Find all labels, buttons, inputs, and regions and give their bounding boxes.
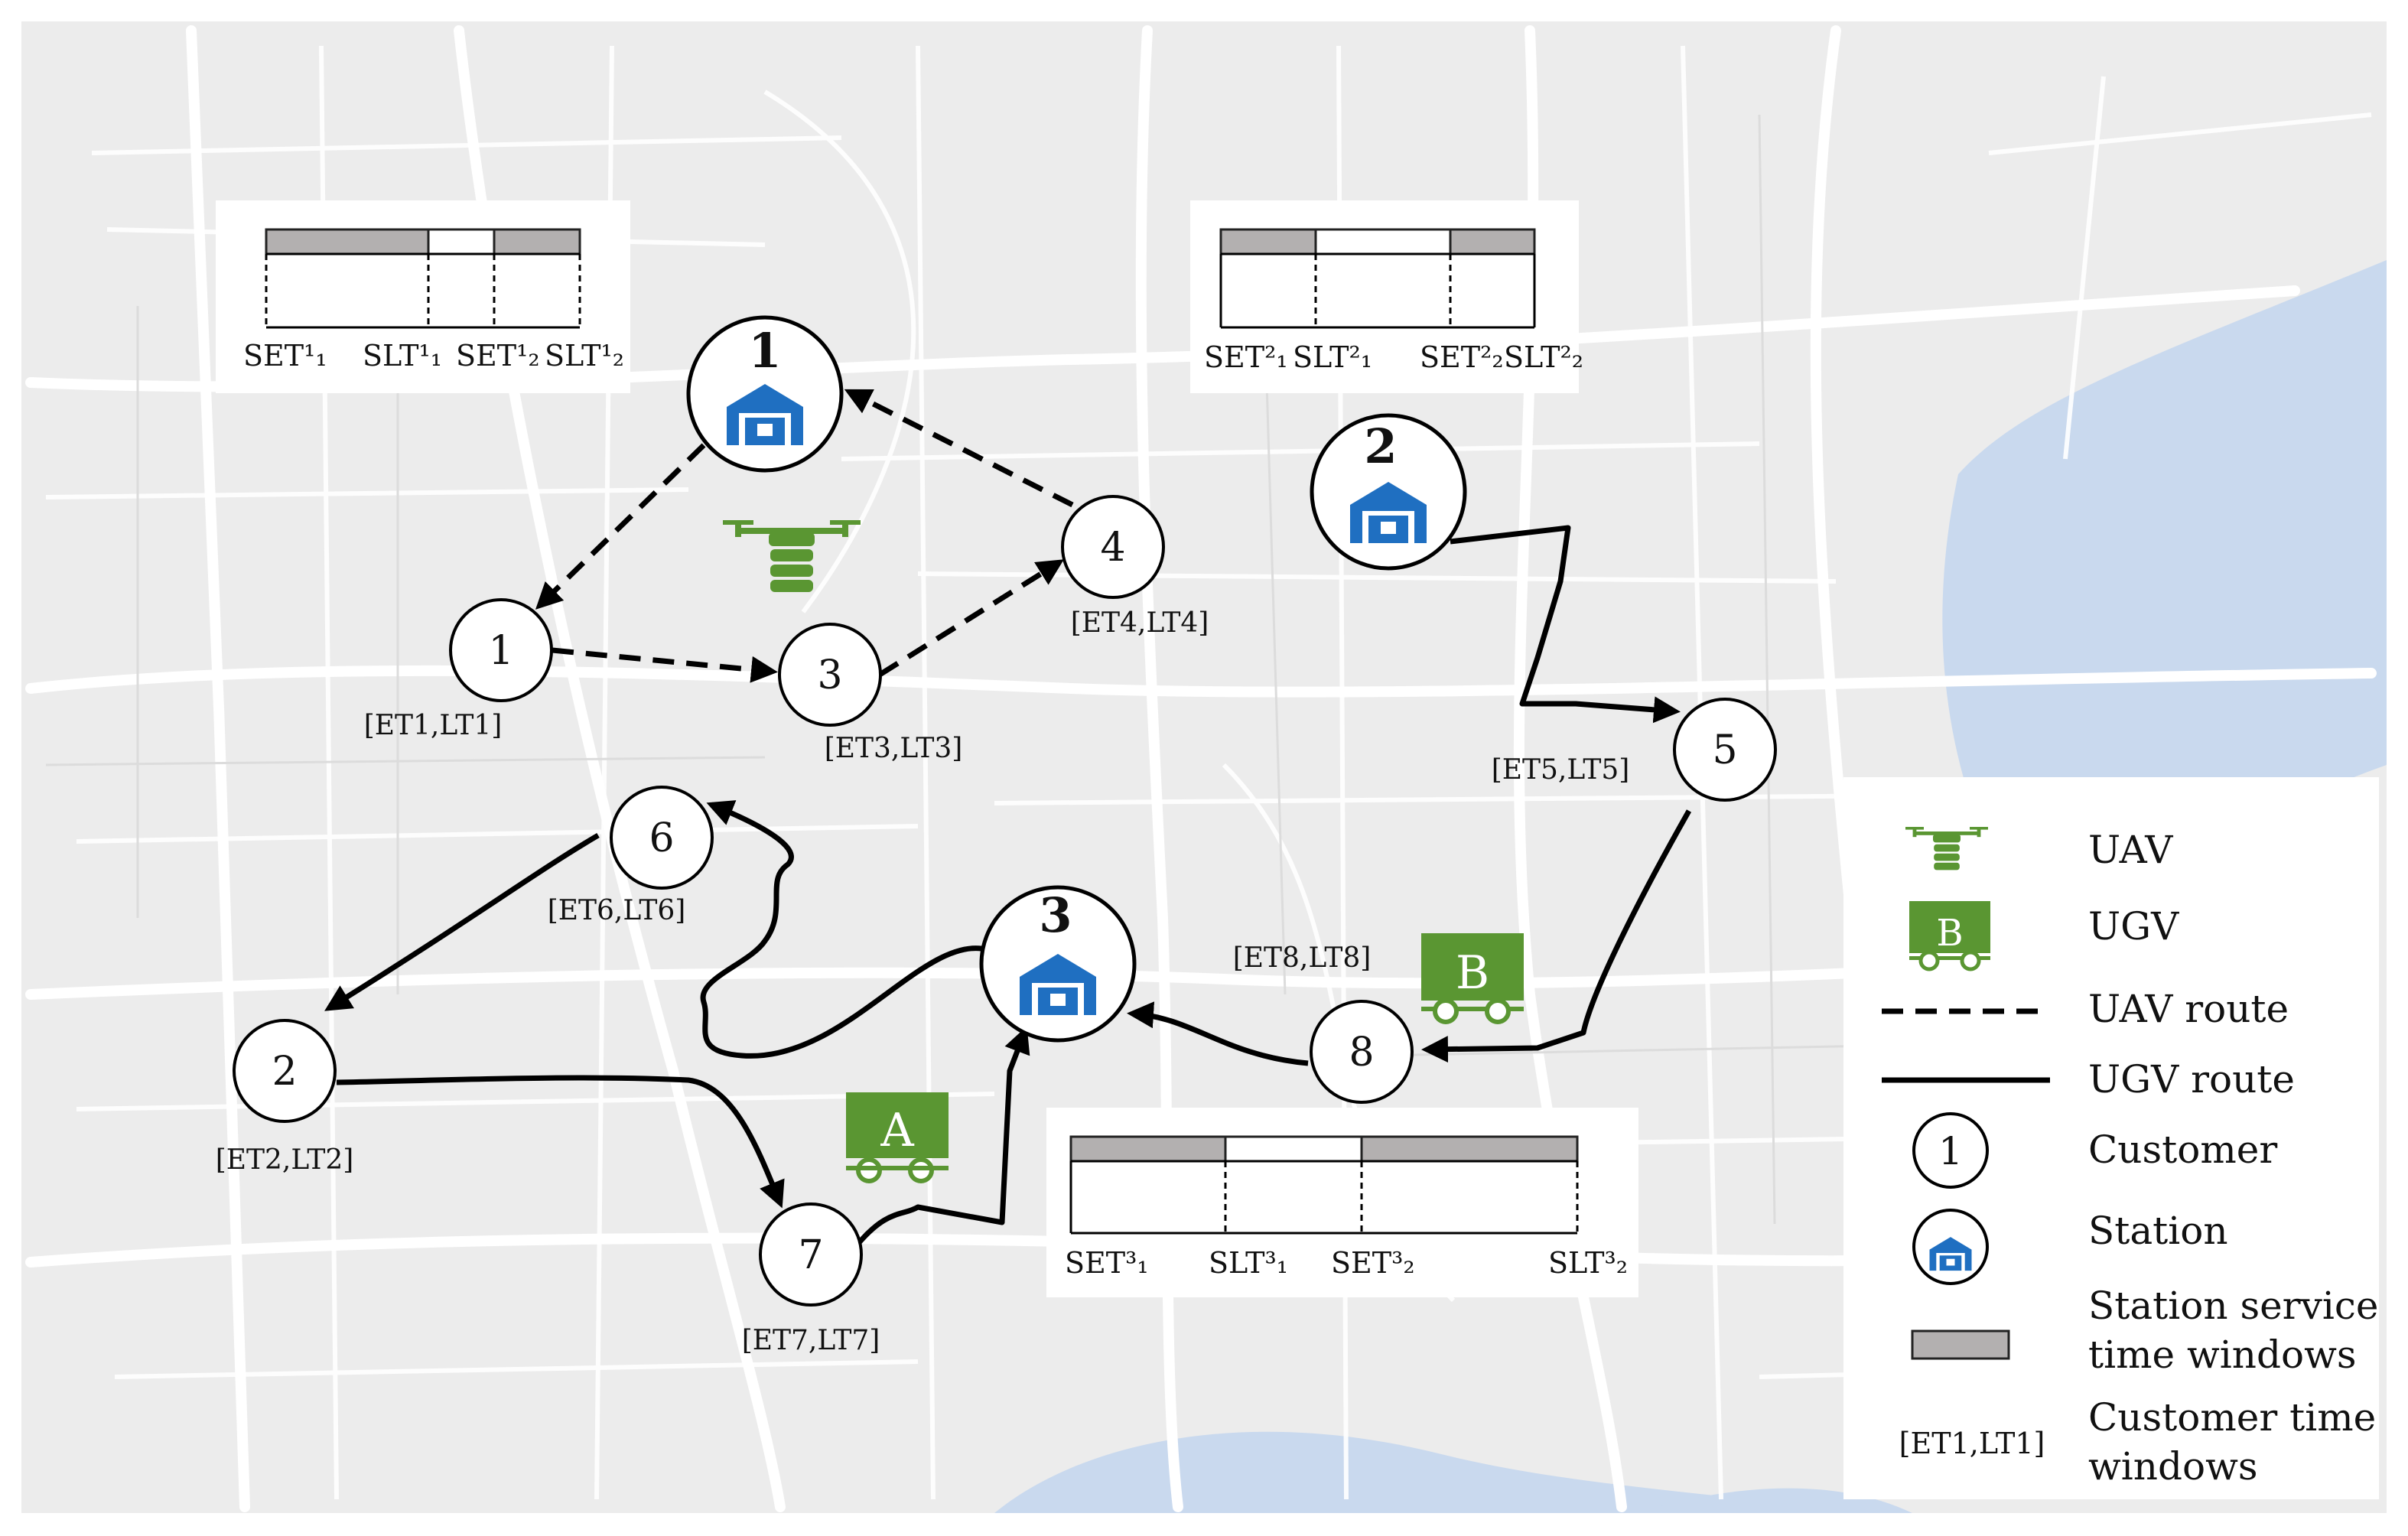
ugv-route-station2-to-c5 <box>1450 525 1681 724</box>
legend-customer-icon <box>1912 1112 1989 1189</box>
tw3-busy-1 <box>1069 1135 1227 1163</box>
ugv-a-icon: A <box>846 1092 949 1183</box>
tw1-label-4: SLT¹₂ <box>545 339 624 373</box>
uav-route <box>535 389 1074 683</box>
ugv-route-station3-to-c6 <box>700 800 982 1059</box>
station-1: 1 <box>686 315 844 473</box>
tw2-free <box>1314 228 1452 255</box>
legend-station-label: Station <box>2088 1209 2228 1253</box>
tw1-label-2: SLT¹₁ <box>363 339 442 373</box>
ugv-route-c2-to-c7 <box>336 1075 785 1209</box>
legend-station-icon <box>1912 1209 1989 1285</box>
uav-route-c1-to-c3 <box>552 647 778 683</box>
legend-customer-window-label-line1: Customer time <box>2088 1395 2376 1440</box>
customer-2-number: 2 <box>272 1049 297 1095</box>
customer-1: 1 [ET1,LT1] <box>364 598 553 741</box>
customer-1-number: 1 <box>488 628 513 674</box>
customer-8-time-window: [ET8,LT8] <box>1233 942 1372 974</box>
station-3: 3 <box>979 885 1137 1043</box>
customer-5: 5 [ET5,LT5] <box>1492 698 1777 802</box>
station3-time-window-box: SET³₁ SLT³₁ SET³₂ SLT³₂ <box>1046 1108 1638 1297</box>
legend-ugv-route-label: UGV route <box>2088 1057 2295 1102</box>
uav-route-c3-to-c4 <box>878 559 1064 677</box>
customer-7-time-window: [ET7,LT7] <box>742 1325 880 1356</box>
customer-4-number: 4 <box>1100 525 1125 571</box>
tw2-busy-2 <box>1449 228 1536 255</box>
legend-customer-window-sample: [ET1,LT1] <box>1899 1427 2045 1460</box>
customer-4: 4 [ET4,LT4] <box>1061 495 1209 639</box>
ugv-route-c8-to-station3 <box>1127 1001 1309 1066</box>
customer-7: 7 [ET7,LT7] <box>742 1202 880 1356</box>
tw2-busy-1 <box>1219 228 1317 255</box>
ugv-b-letter: B <box>1456 946 1489 1000</box>
uav-route-station1-to-c1 <box>535 443 706 610</box>
legend-uav-route-label: UAV route <box>2088 987 2289 1031</box>
tw1-label-3: SET¹₂ <box>456 339 540 373</box>
uav-route-c4-to-station1 <box>844 389 1074 508</box>
tw3-label-4: SLT³₂ <box>1548 1246 1628 1280</box>
legend-station-window-label-line1: Station service <box>2088 1284 2378 1328</box>
customer-6-time-window: [ET6,LT6] <box>548 895 686 926</box>
tw3-label-2: SLT³₁ <box>1209 1246 1288 1280</box>
tw3-busy-2 <box>1360 1135 1579 1163</box>
tw1-free <box>427 228 496 255</box>
customer-3-time-window: [ET3,LT3] <box>825 733 963 764</box>
customer-5-number: 5 <box>1712 727 1737 773</box>
tw3-label-3: SET³₂ <box>1331 1246 1415 1280</box>
tw2-label-1: SET²₁ <box>1204 340 1288 374</box>
station-2-number: 2 <box>1364 418 1397 474</box>
tw3-label-1: SET³₁ <box>1065 1246 1149 1280</box>
customer-2: 2 [ET2,LT2] <box>216 1019 354 1176</box>
tw2-label-2: SLT²₁ <box>1293 340 1372 374</box>
ugv-route-c5-to-c8 <box>1421 809 1692 1063</box>
customer-1-time-window: [ET1,LT1] <box>364 710 503 741</box>
legend-ugv-icon: B <box>1909 901 1990 971</box>
station-1-number: 1 <box>748 323 781 379</box>
tw3-free <box>1224 1135 1363 1163</box>
legend-customer-window-label-line2: windows <box>2088 1444 2258 1489</box>
customer-3: 3 [ET3,LT3] <box>778 623 963 764</box>
ugv-b-icon: B <box>1421 933 1524 1024</box>
customer-4-time-window: [ET4,LT4] <box>1071 607 1209 639</box>
tw2-label-4: SLT²₂ <box>1504 340 1583 374</box>
legend-station-window-swatch <box>1911 1329 2010 1360</box>
ugv-route <box>324 525 1692 1248</box>
station1-time-window-box: SET¹₁ SLT¹₁ SET¹₂ SLT¹₂ <box>216 200 630 393</box>
customer-8: 8 [ET8,LT8] <box>1233 942 1414 1104</box>
legend-uav-label: UAV <box>2088 828 2173 872</box>
customer-2-time-window: [ET2,LT2] <box>216 1144 354 1176</box>
legend-ugv-letter: B <box>1936 912 1963 955</box>
legend-ugv-label: UGV <box>2088 904 2179 949</box>
ugv-a-letter: A <box>880 1104 914 1157</box>
station2-time-window-box: SET²₁ SLT²₁ SET²₂ SLT²₂ <box>1190 200 1583 393</box>
tw1-busy-1 <box>265 228 430 255</box>
station-3-number: 3 <box>1039 887 1072 943</box>
tw1-label-1: SET¹₁ <box>243 339 327 373</box>
legend-station-window-label-line2: time windows <box>2088 1333 2357 1377</box>
ugv-route-c7-to-station3 <box>854 1026 1030 1248</box>
customer-6: 6 [ET6,LT6] <box>548 786 714 926</box>
legend: UAV B UGV UAV route UGV route 1 Customer… <box>1843 777 2379 1499</box>
customer-6-number: 6 <box>649 815 674 861</box>
customer-3-number: 3 <box>817 652 842 698</box>
station-2: 2 <box>1310 413 1467 571</box>
tw1-busy-2 <box>493 228 581 255</box>
legend-customer-label: Customer <box>2088 1128 2277 1172</box>
customer-5-time-window: [ET5,LT5] <box>1492 754 1630 786</box>
customer-8-number: 8 <box>1349 1030 1374 1076</box>
tw2-label-3: SET²₂ <box>1420 340 1504 374</box>
ugv-route-c6-to-c2 <box>324 832 600 1011</box>
customer-7-number: 7 <box>798 1232 823 1278</box>
legend-customer-number: 1 <box>1938 1129 1963 1173</box>
